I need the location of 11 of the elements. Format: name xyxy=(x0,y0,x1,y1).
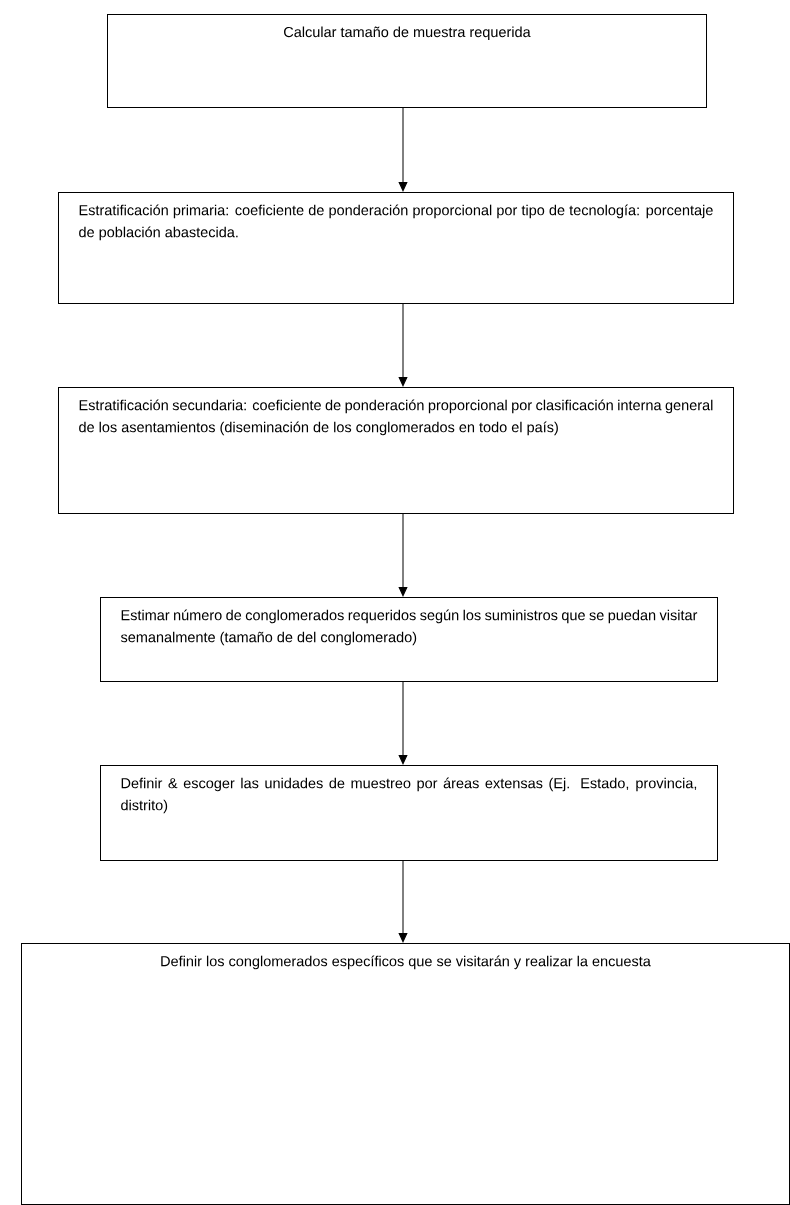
process-box: Definir & escoger las unidades de muestreo por áreas extensas (Ej. Estado, provincia, distrito) xyxy=(100,765,718,861)
process-box: Definir los conglomerados específicos que se visitarán y realizar la encuesta xyxy=(21,943,790,1205)
process-box: Estimar número de conglomerados requeridos según los suministros que se puedan visitar semanalmente (tamaño de del conglomerado) xyxy=(100,597,718,682)
process-box: Calcular tamaño de muestra requerida xyxy=(107,14,707,108)
process-box: Estratificación secundaria: coeficiente de ponderación proporcional por clasificación interna general de los asentamientos (diseminación de los conglomerados en todo el país) xyxy=(58,387,734,514)
arrow xyxy=(398,860,408,943)
arrow xyxy=(398,681,408,765)
arrow xyxy=(398,107,408,192)
process-box: Estratificación primaria: coeficiente de ponderación proporcional por tipo de tecnología: porcentaje de población abastecida. xyxy=(58,192,734,304)
arrow xyxy=(398,513,408,597)
arrow xyxy=(398,303,408,387)
